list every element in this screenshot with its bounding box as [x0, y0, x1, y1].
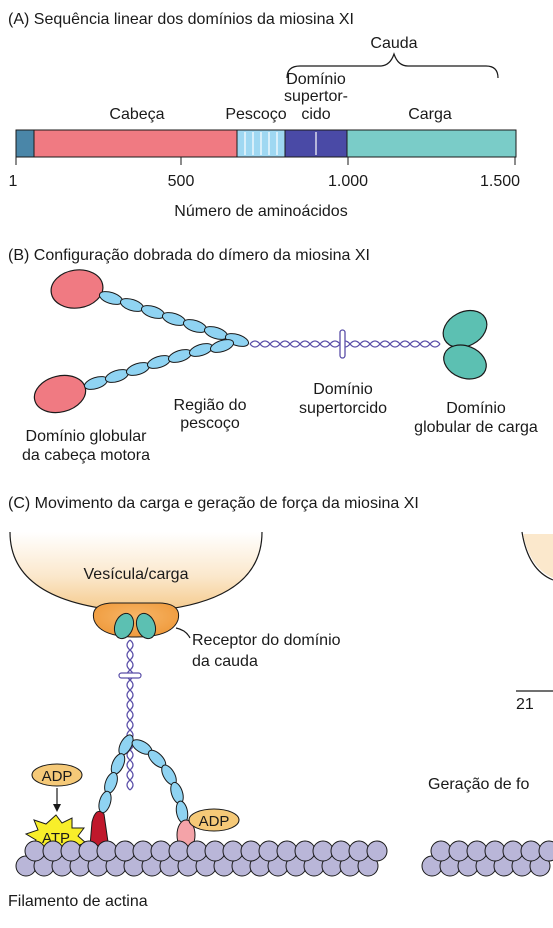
adp-arrow-head: [53, 804, 61, 812]
regiao-label-1: Região do: [174, 397, 247, 414]
adp-top-badge: [31, 763, 83, 787]
coiled-coil-hinge-c: [118, 672, 142, 679]
dominio-label-3: cido: [301, 106, 330, 123]
receptor-label-1: Receptor do domínio: [192, 632, 341, 649]
carga-domain-label-1: Domínio: [446, 400, 506, 417]
neck-region-lower: [83, 339, 235, 390]
cargo-domain-c-right: [135, 612, 157, 640]
carga-segment: [346, 129, 517, 158]
motor-head-lower: [33, 374, 87, 414]
supertorcido-label-2: supertorcido: [299, 400, 387, 417]
coiled-coil-c: [126, 639, 134, 791]
neck-region-c-right: [131, 739, 189, 824]
cauda-label: Cauda: [370, 35, 417, 52]
supertorcido-label-1: Domínio: [313, 381, 373, 398]
cargo-domain-upper: [442, 309, 488, 349]
dominio-label-2: supertor-: [284, 88, 348, 105]
vesicle: [10, 532, 262, 612]
pescoco-iq-stripes: [244, 132, 278, 155]
motor-head-upper: [50, 269, 104, 309]
carga-label: Carga: [408, 106, 452, 123]
cargo-domain-lower: [443, 344, 487, 380]
carga-domain-label-2: globular de carga: [414, 419, 538, 436]
axis-ticks: [15, 157, 516, 165]
tail-receptor: [92, 602, 180, 638]
dominio-label-1: Domínio: [286, 71, 346, 88]
adp-top-label: ADP: [42, 768, 73, 785]
filamento-label: Filamento de actina: [8, 893, 148, 910]
coiled-coil-hinge-b: [339, 329, 346, 359]
tick-label-1500: 1.500: [480, 173, 520, 190]
actin-filament: [15, 840, 388, 877]
pescoco-label: Pescoço: [225, 106, 286, 123]
panel-c-heading: (C) Movimento da carga e geração de forç…: [8, 495, 419, 512]
panel-a-heading: (A) Sequência linear dos domínios da mio…: [8, 11, 354, 28]
receptor-label-2: da cauda: [192, 653, 258, 670]
axis-label: Número de aminoácidos: [174, 203, 347, 220]
n-terminal-segment: [15, 129, 35, 158]
vesicula-label: Vesícula/carga: [84, 566, 189, 583]
vesicle-right-edge: [521, 531, 553, 581]
cut-force-label: Geração de fo: [428, 776, 530, 793]
adp-right-label: ADP: [199, 813, 230, 830]
cauda-brace: [286, 52, 499, 79]
receptor-pointer: [175, 627, 191, 639]
regiao-label-2: pescoço: [180, 415, 240, 432]
cargo-domain-c-left: [113, 612, 135, 640]
neck-region-c-left: [98, 734, 134, 814]
cabeca-segment: [33, 129, 238, 158]
actin-filament-right: [421, 840, 553, 877]
cut-number-label: 21: [516, 696, 534, 713]
tick-label-1: 1: [9, 173, 18, 190]
cabeca-label: Cabeça: [109, 106, 164, 123]
adp-right-badge: [188, 808, 240, 832]
motor-label-1: Domínio globular: [26, 428, 148, 445]
motor-label-2: da cabeça motora: [22, 447, 150, 464]
domain-bar: [15, 129, 517, 158]
tick-label-1000: 1.000: [328, 173, 368, 190]
tick-label-500: 500: [168, 173, 195, 190]
panel-b-heading: (B) Configuração dobrada do dímero da mi…: [8, 247, 370, 264]
